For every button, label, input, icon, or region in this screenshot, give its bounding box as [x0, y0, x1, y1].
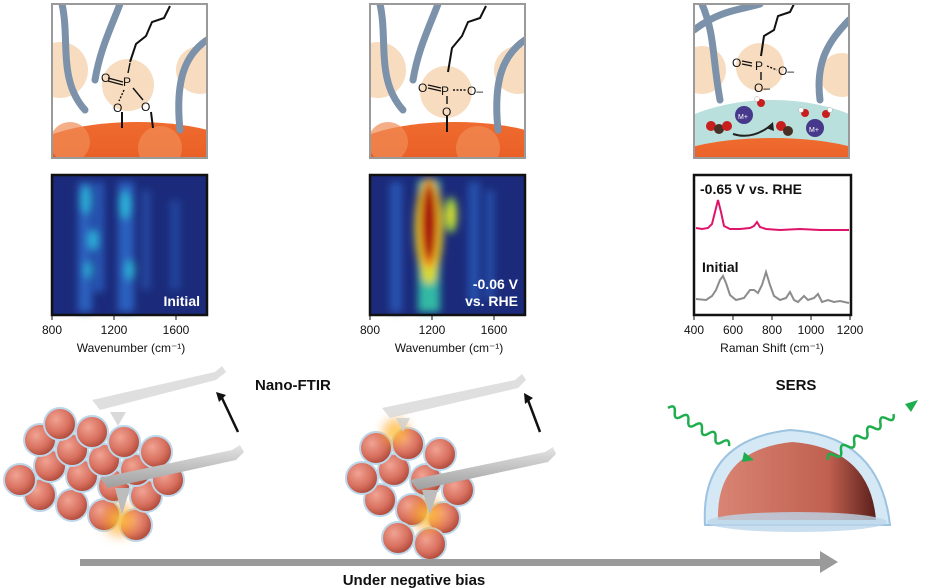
molecule-panel-desorbed: O P O– O– M+ M+	[693, 3, 850, 159]
x-axis-label: Wavenumber (cm⁻¹)	[395, 341, 504, 355]
oxygen-minus-bottom-label: O–	[754, 81, 770, 95]
bias-spectrum-label: -0.65 V vs. RHE	[700, 181, 802, 197]
ftir-heatmap-bias: -0.06 V vs. RHE 800 1200 1600 Wavenumber…	[360, 173, 527, 355]
oxygen-right-label: O	[141, 100, 150, 114]
tick-label: 400	[684, 323, 704, 337]
oxygen-minus-right-label: O–	[778, 64, 794, 78]
arrow-label: Under negative bias	[343, 572, 486, 588]
tick-label: 1600	[481, 323, 508, 337]
spectrum-initial-line	[695, 268, 850, 304]
oxygen-bottom-label: O	[442, 105, 451, 119]
phosphorus-label: P	[123, 75, 131, 89]
x-axis-label: Wavenumber (cm⁻¹)	[77, 341, 186, 355]
tick-label: 800	[360, 323, 380, 337]
bias-label-line1: -0.06 V	[473, 276, 519, 292]
phosphorus-label: P	[755, 59, 763, 73]
tick-label: 600	[723, 323, 743, 337]
raman-spectra-panel: -0.65 V vs. RHE Initial 400 600 800 1000…	[684, 173, 864, 355]
bias-label-line2: vs. RHE	[465, 293, 518, 309]
initial-spectrum-label: Initial	[702, 259, 739, 275]
tick-label: 1200	[101, 323, 128, 337]
cation-label: M+	[738, 114, 748, 121]
sers-label: SERS	[776, 377, 817, 394]
oxygen-double-label: O	[418, 81, 427, 95]
sers-illustration: SERS	[667, 377, 918, 532]
oxygen-minus-label: O–	[467, 84, 483, 98]
tick-label: 800	[42, 323, 62, 337]
tick-label: 1000	[798, 323, 825, 337]
oxygen-double-label: O	[101, 71, 110, 85]
x-axis-label: Raman Shift (cm⁻¹)	[720, 341, 824, 355]
cation-label: M+	[809, 127, 819, 134]
cation-circle	[735, 106, 753, 124]
tick-label: 1200	[419, 323, 446, 337]
tick-label: 1200	[837, 323, 864, 337]
nanoftir-label: Nano-FTIR	[255, 377, 331, 394]
oxygen-left-label: O	[113, 101, 122, 115]
tick-label: 800	[762, 323, 782, 337]
oxygen-double-label: O	[732, 56, 741, 70]
molecule-panel-bidentate: O P O O	[51, 3, 208, 159]
ftir-heatmap-initial: Initial 800 1200 1600 Wavenumber (cm⁻¹)	[42, 173, 209, 355]
molecule-panel-monodentate: O P O– O	[369, 3, 526, 159]
incident-photon-icon	[667, 405, 731, 447]
cation-circle	[806, 119, 824, 137]
nanoftir-illustration-bias	[345, 374, 556, 561]
tick-label: 1600	[163, 323, 190, 337]
negative-bias-arrow: Under negative bias	[80, 551, 838, 588]
nanoftir-illustration-initial: Nano-FTIR	[3, 366, 331, 542]
spectrum-bias-line	[695, 199, 849, 232]
phosphorus-label: P	[441, 84, 449, 98]
scattered-photon-icon	[826, 413, 895, 461]
initial-label: Initial	[163, 293, 200, 309]
